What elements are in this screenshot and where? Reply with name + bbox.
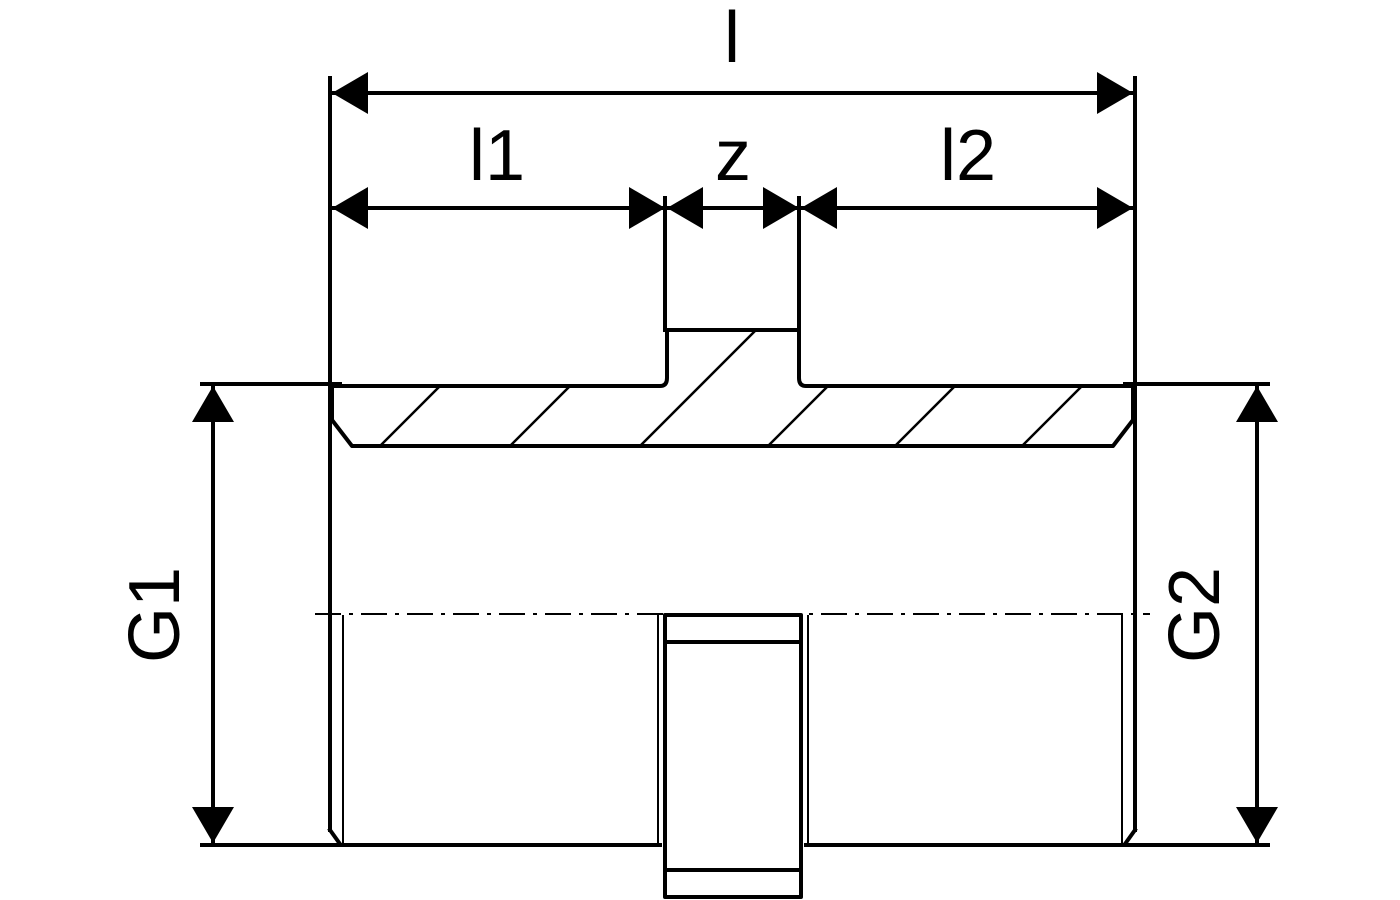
label-l: l <box>724 0 740 78</box>
dimension-g1 <box>192 384 234 845</box>
label-g1: G1 <box>115 567 195 663</box>
dimension-g2 <box>1236 384 1278 845</box>
right-end-chamfer <box>1122 827 1138 847</box>
dimension-l1 <box>330 187 667 332</box>
label-g2: G2 <box>1155 567 1235 663</box>
label-l1: l1 <box>469 116 525 196</box>
left-end-chamfer <box>327 827 343 847</box>
dimension-l2 <box>799 187 1135 229</box>
label-l2: l2 <box>940 116 996 196</box>
section-hatching <box>379 330 1083 446</box>
label-z: z <box>715 116 751 196</box>
section-outline <box>330 328 1135 448</box>
hex-collar <box>663 613 803 899</box>
dimension-l <box>330 72 1135 114</box>
dimension-z <box>665 187 801 332</box>
